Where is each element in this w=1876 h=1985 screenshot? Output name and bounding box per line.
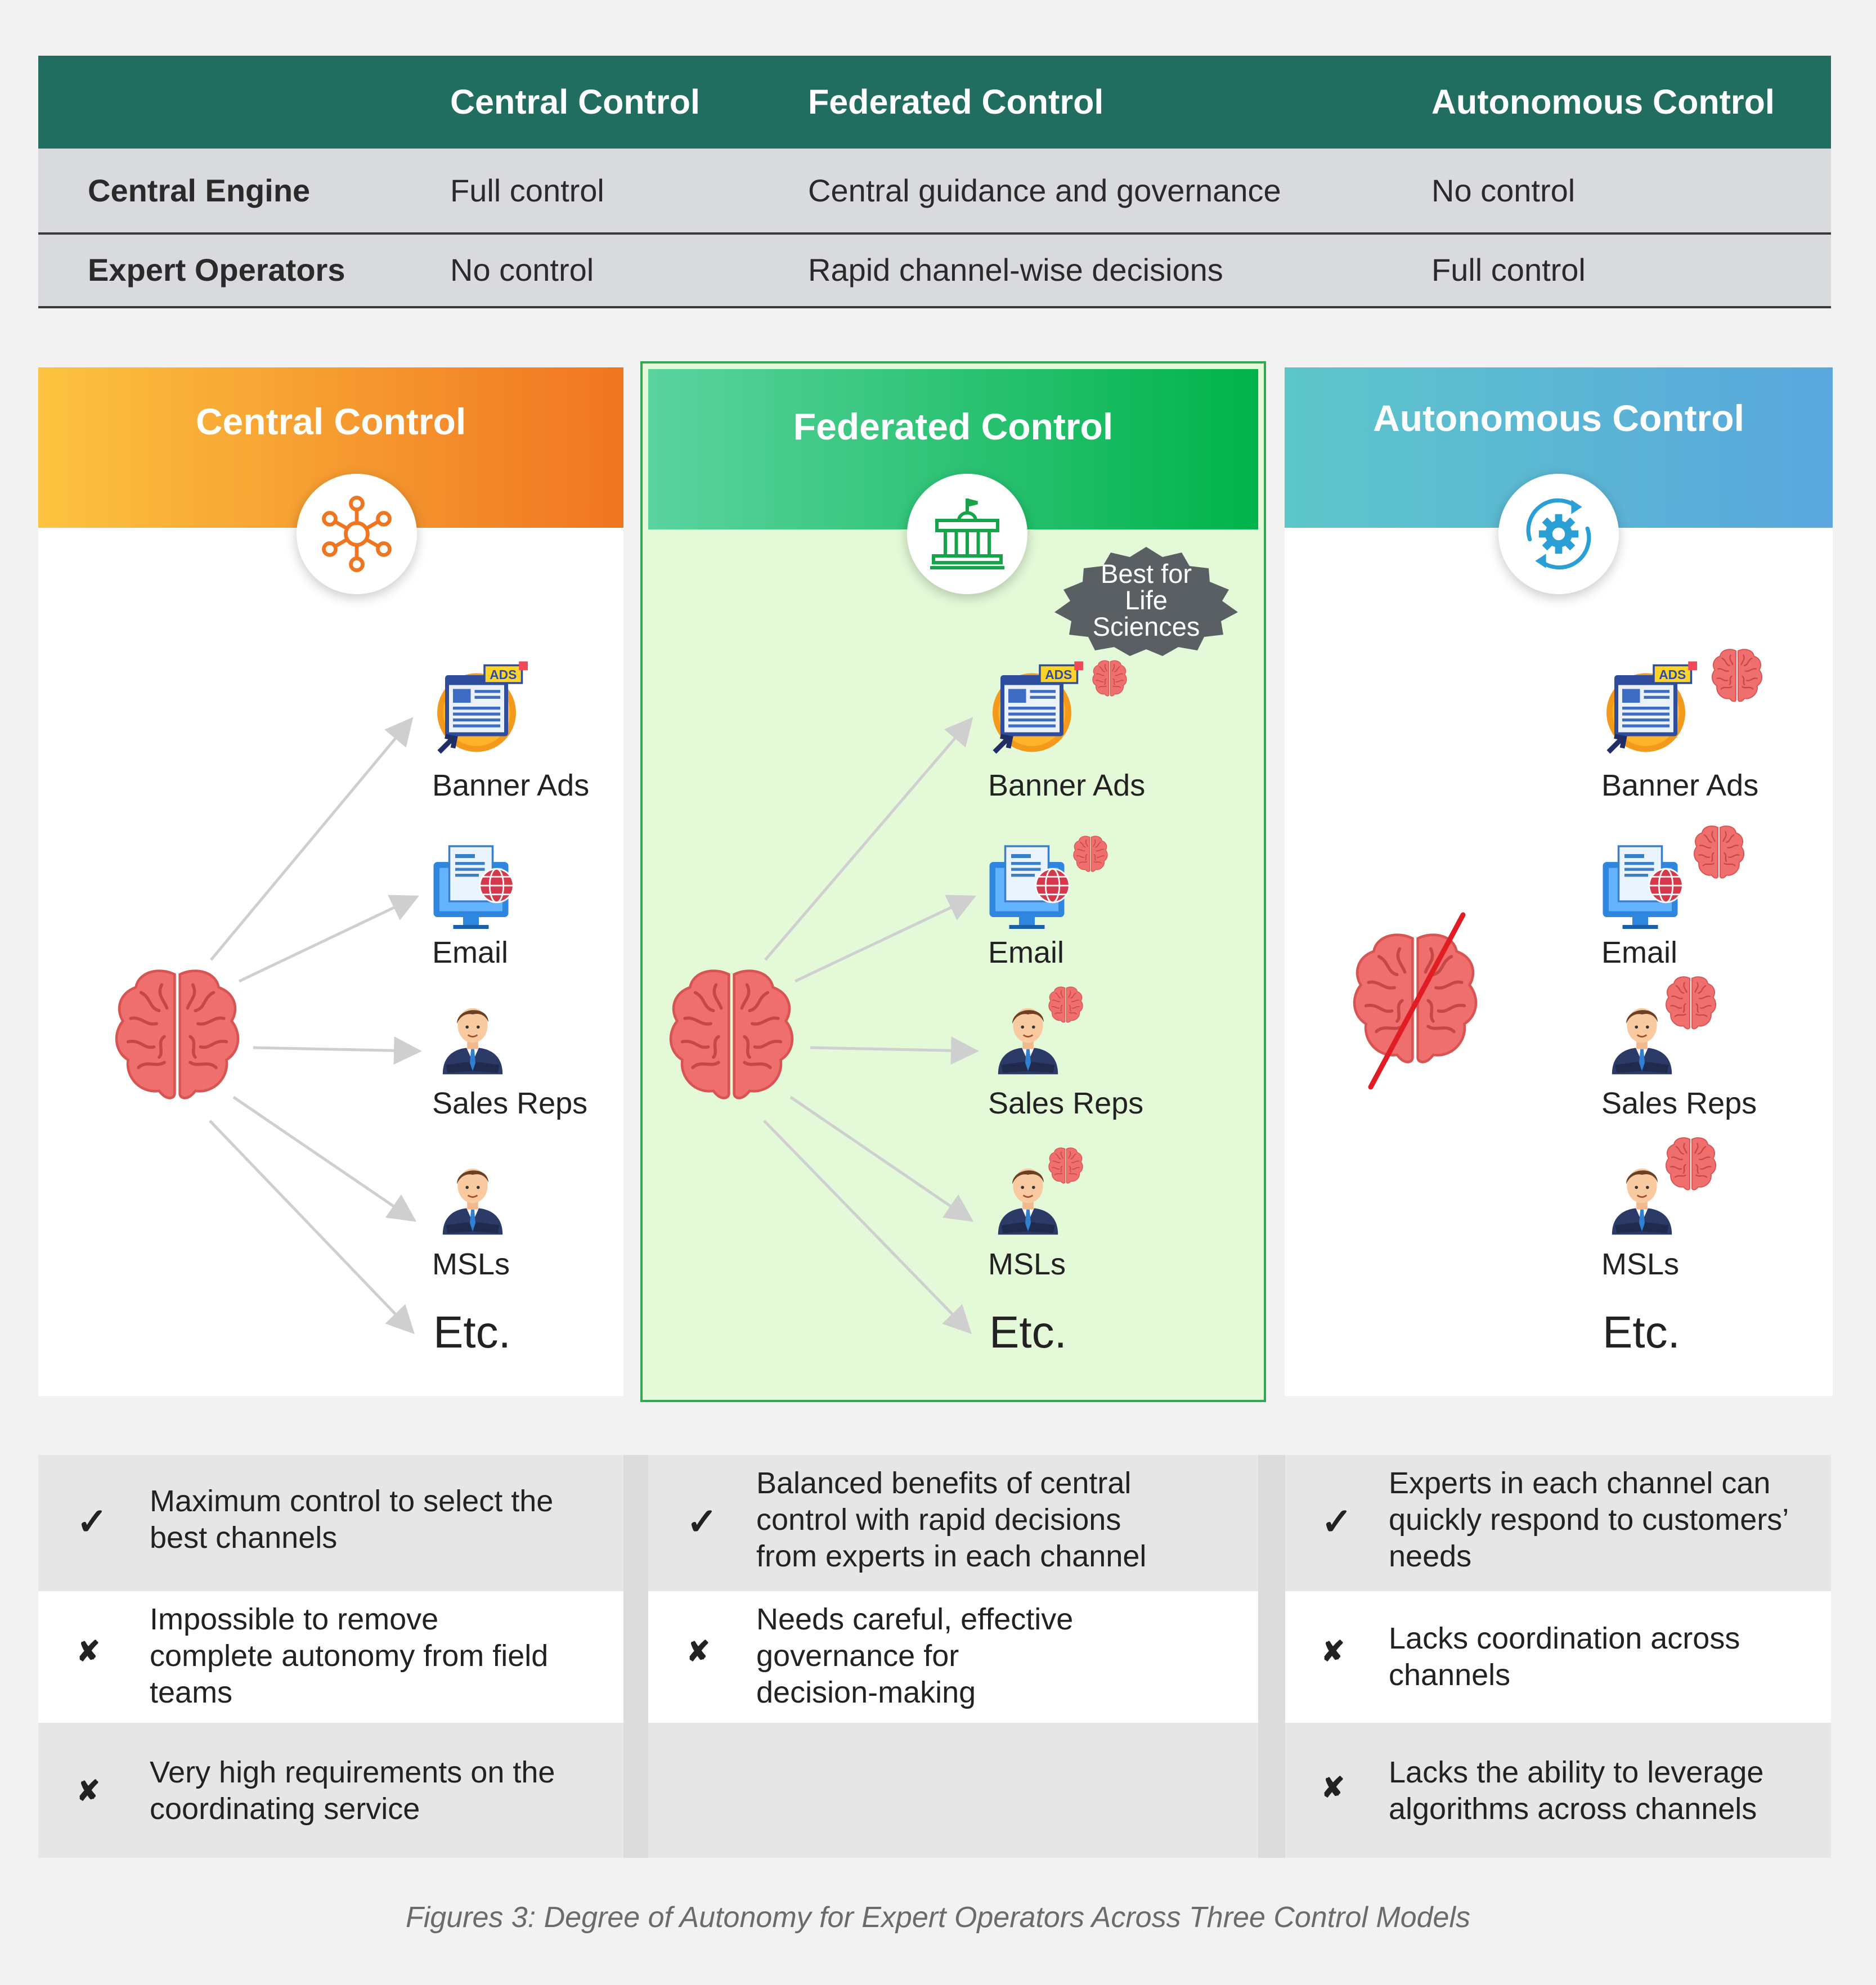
table-header-row: Central Control Federated Control Autono… bbox=[38, 56, 1831, 149]
brain-icon bbox=[1664, 1134, 1717, 1194]
network-hub-icon bbox=[297, 474, 417, 594]
check-icon: ✓ bbox=[77, 1501, 108, 1542]
check-icon: ✓ bbox=[686, 1501, 718, 1542]
banner-ads-icon bbox=[989, 659, 1087, 758]
arrow-to-etc bbox=[209, 1120, 415, 1335]
sales-person-icon bbox=[433, 1153, 512, 1243]
brain-icon bbox=[1092, 658, 1128, 699]
check-icon: ✓ bbox=[1321, 1501, 1353, 1542]
email-icon bbox=[1597, 838, 1695, 937]
cons-row-2 bbox=[38, 1723, 1831, 1858]
cell-federated: Rapid channel-wise decisions bbox=[808, 252, 1223, 288]
best-for-badge: Best for Life Sciences bbox=[1054, 547, 1238, 656]
federated-arrows bbox=[763, 717, 979, 1335]
table-row-expert-operators: Expert Operators No control Rapid channe… bbox=[38, 235, 1831, 307]
channel-label-email: Email bbox=[1601, 936, 1678, 969]
channel-label-banner-ads: Banner Ads bbox=[988, 769, 1146, 802]
brain-icon bbox=[113, 963, 242, 1107]
cell-autonomous: Full control bbox=[1431, 252, 1586, 288]
slash-mark bbox=[1368, 912, 1466, 1090]
pros-row bbox=[38, 1455, 1831, 1591]
table-bottom-border bbox=[38, 306, 1831, 308]
channel-label-msls: MSLs bbox=[988, 1247, 1066, 1281]
channel-label-email: Email bbox=[432, 936, 509, 969]
email-icon bbox=[984, 838, 1082, 937]
channel-label-msls: MSLs bbox=[1601, 1247, 1680, 1281]
table-divider bbox=[38, 232, 1831, 235]
arrow-to-sales-reps bbox=[253, 1036, 422, 1065]
figure-caption: Figures 3: Degree of Autonomy for Expert… bbox=[405, 1901, 1471, 1934]
cell-federated: Central guidance and governance bbox=[808, 173, 1281, 208]
badge-line-2: Life bbox=[1125, 585, 1168, 615]
channel-label-etc: Etc. bbox=[1603, 1307, 1680, 1357]
channel-label-sales-reps: Sales Reps bbox=[1601, 1086, 1757, 1120]
arrow-to-banner-ads bbox=[764, 717, 973, 961]
row-label: Central Engine bbox=[88, 173, 311, 208]
column-header-central: Central Control bbox=[450, 83, 700, 121]
cell-autonomous: No control bbox=[1431, 173, 1576, 208]
row-label: Expert Operators bbox=[88, 252, 345, 288]
channel-label-etc: Etc. bbox=[433, 1307, 511, 1357]
banner-ads-icon bbox=[1603, 659, 1701, 758]
cross-icon: ✘ bbox=[1321, 1772, 1345, 1803]
arrow-to-sales-reps bbox=[810, 1036, 979, 1065]
channel-label-msls: MSLs bbox=[432, 1247, 510, 1281]
brain-icon bbox=[1072, 834, 1108, 874]
cross-icon: ✘ bbox=[686, 1636, 710, 1667]
table-row-central-engine: Central Engine Full control Central guid… bbox=[38, 149, 1831, 233]
arrow-to-email bbox=[794, 895, 977, 983]
arrow-to-email bbox=[238, 895, 420, 983]
cross-icon: ✘ bbox=[77, 1636, 100, 1667]
arrow-to-etc bbox=[763, 1120, 972, 1335]
central-arrows bbox=[209, 717, 422, 1335]
column-header-autonomous: Autonomous Control bbox=[1431, 83, 1775, 121]
column-gutter bbox=[623, 1455, 648, 1858]
email-icon bbox=[428, 838, 526, 937]
channel-label-sales-reps: Sales Reps bbox=[988, 1086, 1144, 1120]
gear-cycle-icon bbox=[1498, 474, 1619, 594]
column-gutter bbox=[1258, 1455, 1285, 1858]
brain-icon bbox=[1664, 973, 1717, 1033]
channel-label-banner-ads: Banner Ads bbox=[1601, 769, 1759, 802]
cell-central: Full control bbox=[450, 173, 604, 208]
brain-icon bbox=[667, 963, 796, 1107]
cross-icon: ✘ bbox=[1321, 1636, 1345, 1667]
cell-central: No control bbox=[450, 252, 594, 288]
badge-line-3: Sciences bbox=[1093, 612, 1200, 641]
arrow-to-banner-ads bbox=[210, 717, 414, 961]
brain-icon bbox=[1693, 823, 1745, 882]
brain-icon bbox=[1048, 985, 1084, 1025]
channel-label-banner-ads: Banner Ads bbox=[432, 769, 590, 802]
arrow-to-msls bbox=[232, 1095, 417, 1222]
channel-label-etc: Etc. bbox=[989, 1307, 1067, 1357]
channel-label-sales-reps: Sales Reps bbox=[432, 1086, 588, 1120]
banner-ads-icon bbox=[433, 659, 532, 758]
brain-icon bbox=[1711, 646, 1763, 706]
cons-row-1 bbox=[38, 1591, 1831, 1723]
badge-line-1: Best for bbox=[1101, 559, 1192, 589]
sales-person-icon bbox=[433, 993, 512, 1083]
column-header-federated: Federated Control bbox=[808, 83, 1104, 121]
brain-icon bbox=[1048, 1146, 1084, 1186]
cross-icon: ✘ bbox=[77, 1775, 100, 1807]
government-building-icon bbox=[907, 474, 1027, 594]
arrow-to-msls bbox=[789, 1095, 974, 1222]
channel-label-email: Email bbox=[988, 936, 1065, 969]
